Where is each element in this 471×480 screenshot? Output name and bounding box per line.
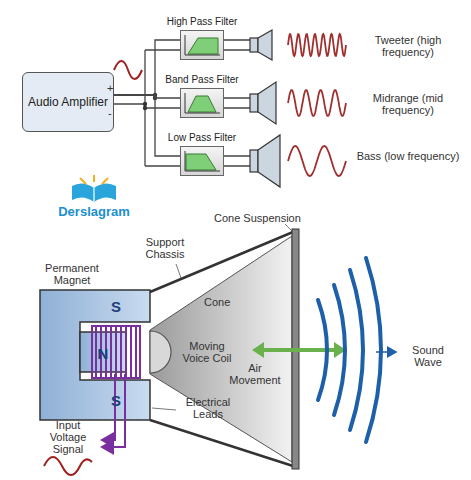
- sound-sines: [288, 34, 346, 176]
- sine-wave: [288, 90, 346, 116]
- filter-response: [182, 32, 222, 58]
- watermark-icon: [72, 175, 116, 202]
- pole-letter: N: [95, 345, 111, 362]
- filter-heading: Band Pass Filter: [165, 74, 238, 86]
- response-axes: [185, 93, 220, 113]
- speaker-wires: [224, 40, 250, 166]
- wire-connector: [114, 40, 180, 95]
- permanent-magnet: [40, 290, 150, 420]
- electrical-leads: [102, 374, 125, 447]
- amplifier-box: Audio Amplifier: [22, 72, 114, 132]
- coil-winding: [125, 326, 127, 378]
- terminal-sign: -: [108, 107, 118, 119]
- coil-winding: [115, 326, 117, 378]
- speaker-label: Midrange (mid frequency): [352, 92, 464, 116]
- response-shape: [188, 96, 216, 112]
- speaker-label: Tweeter (high frequency): [352, 34, 464, 58]
- filter-heading: High Pass Filter: [167, 16, 238, 28]
- part-label: Electrical Leads: [178, 396, 238, 420]
- part-label: Sound Wave: [398, 344, 458, 368]
- input-sine: [114, 61, 142, 79]
- coil-winding: [130, 326, 132, 378]
- filter-heading: Low Pass Filter: [168, 132, 236, 144]
- wire-connector: [114, 95, 180, 156]
- sine-wave: [288, 146, 346, 176]
- part-label: Air Movement: [222, 362, 288, 386]
- filter-response: [182, 90, 222, 116]
- speaker-symbols: [250, 30, 280, 187]
- sound-arrow: [376, 351, 396, 353]
- filter-response: [182, 148, 222, 174]
- part-label: Cone: [204, 296, 244, 308]
- part-label: Support Chassis: [140, 236, 190, 260]
- filter-box: Low Pass Filter: [180, 146, 224, 176]
- pole-letter: S: [108, 392, 124, 409]
- sound-wave-arcs: [318, 258, 381, 442]
- response-axes: [185, 35, 220, 55]
- pole-letter: S: [108, 298, 124, 315]
- part-label: Moving Voice Coil: [176, 340, 238, 364]
- coil-winding: [95, 326, 97, 378]
- filter-box: High Pass Filter: [180, 30, 224, 60]
- coil-winding: [120, 326, 122, 378]
- coil-outline: [92, 326, 140, 378]
- filter-box: Band Pass Filter: [180, 88, 224, 118]
- coil-winding: [135, 326, 137, 378]
- response-shape: [186, 154, 216, 170]
- part-label: Input Voltage Signal: [38, 419, 98, 455]
- response-shape: [188, 38, 218, 54]
- speaker-label: Bass (low frequency): [352, 150, 464, 162]
- signal-sine: [44, 457, 92, 475]
- watermark: Derslagram: [54, 204, 134, 219]
- negative-wire: [104, 50, 180, 166]
- terminal-sign: +: [107, 82, 117, 94]
- dust-dome: [150, 331, 171, 373]
- coil-winding: [110, 326, 112, 378]
- response-axes: [185, 151, 220, 171]
- voice-coil: [92, 326, 140, 378]
- part-label: Cone Suspension: [214, 212, 301, 224]
- node-text: Audio Amplifier: [28, 95, 108, 110]
- sine-wave: [288, 34, 346, 56]
- part-label: Permanent Magnet: [34, 262, 110, 286]
- air-arrow: [252, 342, 346, 358]
